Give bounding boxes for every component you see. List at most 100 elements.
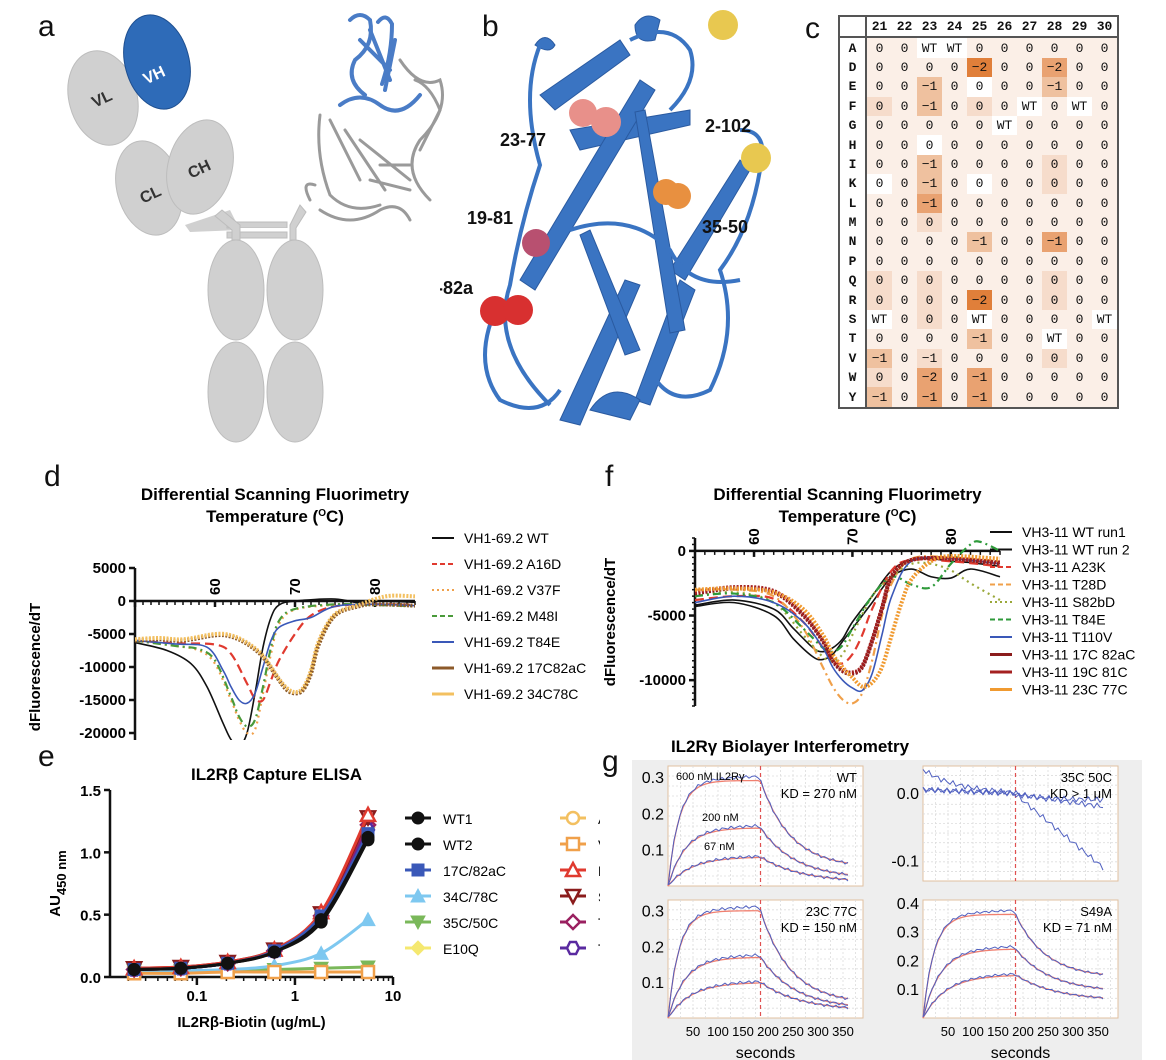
heatmap-cell: 0	[1067, 115, 1092, 136]
disulfide-sphere-23-77a	[569, 99, 597, 127]
legend-label: VH3-11 17C 82aC	[1022, 647, 1135, 663]
data-series-line	[694, 561, 1001, 663]
legend-item: 34C/78C	[405, 887, 498, 905]
y-tick-label: 0.4	[897, 896, 919, 913]
heatmap-col-header: 29	[1067, 16, 1092, 39]
x-tick-label: 100	[707, 1024, 729, 1039]
legend-item: T110V	[560, 940, 600, 957]
heatmap-cell: 0	[866, 212, 892, 233]
x-tick-label: 150	[732, 1024, 754, 1039]
panel-label-e: e	[38, 740, 55, 773]
chart-title: Differential Scanning Fluorimetry	[141, 485, 410, 504]
heatmap-cell: 0	[1017, 115, 1042, 136]
heatmap-cell: 0	[1042, 212, 1067, 233]
heatmap-row-header: E	[839, 77, 867, 97]
heatmap-col-header: 21	[866, 16, 892, 39]
heatmap-cell: 0	[892, 77, 917, 97]
heatmap-cell: 0	[917, 271, 942, 291]
legend-item: V37F	[560, 836, 600, 853]
heatmap-cell: 0	[942, 115, 967, 136]
heatmap-row-header: K	[839, 174, 867, 194]
data-series-line	[694, 558, 1001, 665]
heatmap-cell: 0	[992, 37, 1017, 58]
response-curve	[667, 905, 849, 1019]
heatmap-cell: 0	[942, 212, 967, 233]
x-tick-label: 200	[1012, 1024, 1034, 1039]
legend-item: E10Q	[405, 940, 479, 957]
legend-label: VH3-11 S82bD	[1022, 594, 1115, 610]
heatmap-row-header: V	[839, 348, 867, 369]
x-tick-label: 300	[1062, 1024, 1084, 1039]
heatmap-cell: 0	[1017, 271, 1042, 291]
disulfide-sphere-23-77b	[591, 107, 621, 137]
panel-label-d: d	[44, 460, 61, 493]
heatmap-cell: 0	[866, 77, 892, 97]
kd-value: KD = 270 nM	[781, 786, 857, 801]
vh-domain	[123, 14, 191, 110]
legend-label: T110V	[598, 915, 600, 931]
heatmap-cell: 0	[892, 309, 917, 330]
legend-item: WT2	[405, 837, 473, 853]
heatmap-cell: −2	[917, 368, 942, 388]
heatmap-cell: 0	[1092, 57, 1118, 78]
heatmap-cell: 0	[942, 193, 967, 213]
heatmap-cell: 0	[967, 251, 992, 272]
heatmap-cell: 0	[942, 271, 967, 291]
heatmap-cell: 0	[866, 174, 892, 194]
heatmap-cell: −1	[866, 387, 892, 408]
heatmap-row-header: N	[839, 232, 867, 252]
heatmap-cell: 0	[1067, 193, 1092, 213]
heatmap-cell: 0	[1092, 193, 1118, 213]
heatmap-row-header: T	[839, 329, 867, 349]
heatmap-row-header: Q	[839, 271, 867, 291]
disulfide-sphere-2-102b	[741, 143, 771, 173]
heatmap-cell: 0	[917, 251, 942, 272]
x-axis-label: seconds	[736, 1045, 796, 1060]
heatmap-cell: 0	[917, 57, 942, 78]
x-tick-label: 300	[807, 1024, 829, 1039]
heatmap-cell: 0	[992, 290, 1017, 310]
heatmap-row-header: M	[839, 212, 867, 233]
response-curve	[667, 854, 849, 886]
x-tick-label: 150	[987, 1024, 1009, 1039]
heatmap-cell: 0	[1092, 290, 1118, 310]
heatmap-cell: 0	[967, 212, 992, 233]
panel-label-a: a	[38, 10, 55, 43]
disulfide-sphere-19-81	[522, 229, 550, 257]
disulfide-label-17-82a: 17-82a	[440, 278, 474, 298]
heatmap-cell: 0	[892, 37, 917, 58]
heatmap-cell: 0	[1067, 387, 1092, 408]
legend-item: S84E	[560, 888, 600, 906]
heatmap-cell: 0	[1017, 232, 1042, 252]
heatmap-cell: 0	[1017, 309, 1042, 330]
x-axis-label: Temperature (OC)	[779, 507, 917, 526]
y-tick-label: 0.3	[897, 925, 919, 942]
heatmap-cell: −2	[967, 290, 992, 310]
heatmap-cell: 0	[942, 57, 967, 78]
heatmap-cell: 0	[1092, 387, 1118, 408]
heatmap-cell: 0	[1017, 154, 1042, 175]
x-tick-label: 70	[844, 528, 861, 545]
legend-label: VH3-11 T84E	[1022, 612, 1106, 628]
heatmap-cell: −1	[917, 348, 942, 369]
heatmap-cell: 0	[866, 57, 892, 78]
legend-label: E10Q	[443, 941, 479, 957]
fit-curve	[667, 910, 849, 1019]
heatmap-cell: 0	[1092, 96, 1118, 116]
heatmap-row-header: S	[839, 309, 867, 330]
heatmap-cell: 0	[1017, 348, 1042, 369]
fit-curve	[667, 956, 849, 1019]
heatmap-cell: 0	[967, 96, 992, 116]
heatmap-cell: 0	[1042, 96, 1067, 116]
x-tick-label: 10	[385, 988, 402, 1005]
heatmap-cell: 0	[866, 251, 892, 272]
heatmap-cell: 0	[917, 232, 942, 252]
heatmap-col-header: 27	[1017, 16, 1042, 39]
